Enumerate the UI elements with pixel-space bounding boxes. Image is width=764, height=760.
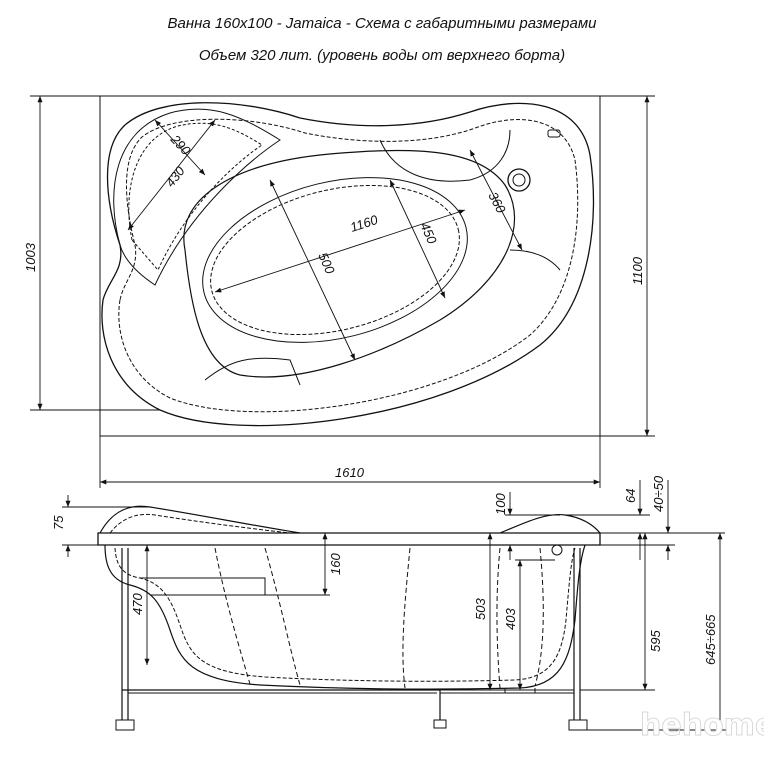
dim-line-500 [269, 179, 356, 361]
dim-430: 430 [163, 163, 189, 190]
contour-1 [214, 547, 251, 685]
dim-360: 360 [485, 189, 509, 216]
drain-icon [507, 168, 531, 192]
tub-body-dashed [114, 547, 576, 682]
dim-595: 595 [648, 630, 663, 652]
dim-160: 160 [328, 553, 343, 575]
inner-basin [183, 149, 516, 378]
watermark-text: hehome [640, 708, 764, 743]
dim-75: 75 [51, 515, 66, 530]
frame-bar [128, 689, 574, 694]
contour-5 [534, 547, 544, 687]
dim-645-665: 645÷665 [703, 614, 718, 665]
seat-step [140, 577, 266, 596]
overflow-icon [547, 129, 561, 138]
dim-line-450 [389, 179, 446, 299]
right-foot [568, 719, 588, 731]
diagram-title: Ванна 160х100 - Jamaica - Схема с габари… [167, 15, 597, 32]
rim-line [118, 118, 579, 413]
dim-290: 290 [167, 131, 194, 158]
top-view-dimensions [30, 95, 655, 488]
rim-band [97, 532, 601, 546]
side-overflow-icon [551, 544, 563, 556]
dim-403: 403 [503, 608, 518, 630]
middle-foot [433, 719, 447, 729]
dim-40-50: 40÷50 [651, 475, 666, 512]
dim-64: 64 [623, 489, 638, 503]
support-frame [121, 548, 581, 720]
side-headrest-inner [109, 513, 291, 534]
contour-4 [496, 547, 501, 689]
side-headrest [99, 505, 301, 534]
dim-503: 503 [473, 598, 488, 620]
dim-450: 450 [417, 220, 440, 247]
diagram-subtitle: Объем 320 лит. (уровень воды от верхнего… [198, 47, 566, 64]
top-view-frame [99, 95, 601, 437]
headrest [113, 108, 281, 286]
drain-inner [512, 173, 526, 187]
seat-line-3 [509, 249, 561, 271]
side-view [97, 505, 601, 731]
dim-1003: 1003 [23, 242, 38, 272]
contour-2 [264, 547, 301, 686]
dim-1610: 1610 [335, 465, 365, 480]
side-view-dimensions [62, 480, 727, 731]
dim-1100: 1100 [630, 256, 645, 285]
dim-500: 500 [315, 250, 338, 277]
dim-line-360 [469, 149, 523, 251]
side-right-bump [499, 513, 601, 534]
dim-470: 470 [130, 593, 145, 615]
contour-3 [402, 547, 411, 689]
left-foot [115, 719, 135, 731]
seat-line-2 [379, 129, 511, 182]
dim-1160: 1160 [348, 212, 380, 235]
tub-outline [101, 102, 595, 427]
dim-line-430 [127, 119, 216, 231]
dim-100: 100 [493, 493, 508, 515]
basin-bottom [202, 177, 468, 343]
